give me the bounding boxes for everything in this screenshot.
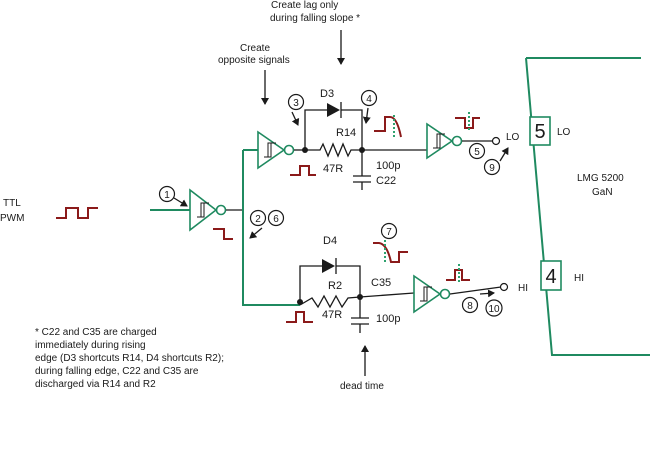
branch-bus [242,150,300,306]
r14-value: 47R [323,163,343,175]
hi-output-label: HI [518,283,528,294]
lo-output-pin [491,136,501,146]
r2-value: 47R [322,309,342,321]
svg-text:8: 8 [467,301,473,312]
svg-text:1: 1 [164,190,170,201]
c22-value: 100p [376,160,400,172]
bottom-lagged-waveform [373,240,408,264]
marker-6: 6 [249,209,285,239]
c35-value: 100p [376,313,400,325]
chip-pin-5: 5 [529,116,551,146]
top-lagged-waveform [374,115,402,138]
diode-d3 [327,102,342,118]
marker-4: 4 [360,89,378,124]
diode-d4 [322,258,337,274]
resistor-r2 [299,294,361,309]
annotation-lag-line2: during falling slope * [270,13,360,24]
input-label-ttl: TTL [3,198,21,209]
capacitor-c22 [353,150,371,190]
svg-text:2: 2 [255,214,261,225]
marker-9: 9 [483,147,509,176]
marker-8: 8 [461,296,479,314]
annotation-dead-time: dead time [340,381,384,392]
svg-text:4: 4 [366,94,372,105]
footnote-line-2: immediately during rising [35,340,146,351]
marker-1: 1 [158,185,188,207]
annotation-opposite-line1: Create [240,43,270,54]
marker-10: 10 [479,289,503,317]
hi-output-pin [499,282,509,292]
svg-text:9: 9 [489,163,495,174]
svg-text:4: 4 [545,266,556,288]
svg-text:6: 6 [273,214,279,225]
hi-output-wire [449,286,502,295]
marker-7: 7 [380,222,398,240]
inverted-waveform [213,228,233,240]
top-node-left [302,147,308,153]
marker-2: 2 [249,209,267,227]
svg-text:7: 7 [386,227,392,238]
footnote-line-3: edge (D3 shortcuts R14, D4 shortcuts R2)… [35,353,224,364]
capacitor-c35 [351,297,369,333]
bottom-node-left [297,299,303,305]
footnote-line-5: discharged via R14 and R2 [35,379,156,390]
chip-name: LMG 5200 [577,173,624,184]
footnote-line-1: * C22 and C35 are charged [35,327,157,338]
bottom-wire-to-buffer [359,292,415,298]
d4-right-lead [336,265,361,297]
annotation-lag-line1: Create lag only [271,0,338,11]
input-label-pwm: PWM [0,213,24,224]
svg-text:10: 10 [488,304,500,315]
annotation-opposite-line2: opposite signals [218,55,290,66]
d3-left-lead [304,109,327,150]
input-schmitt-inverter [189,188,227,232]
lo-waveform [455,112,480,132]
hi-waveform [446,264,470,284]
lo-output-label: LO [506,132,520,143]
svg-text:5: 5 [474,147,480,158]
lo-schmitt-inverter [426,122,463,160]
r2-label: R2 [328,280,342,292]
d4-label: D4 [323,235,337,247]
top-inverted-waveform [290,165,316,176]
chip-left-edge [525,57,650,356]
bottom-input-waveform [286,311,313,323]
d3-label: D3 [320,88,334,100]
resistor-r14 [305,142,362,158]
c22-label: C22 [376,175,396,187]
top-schmitt-inverter [257,130,295,170]
d3-right-lead [341,109,363,150]
chip-subname: GaN [592,187,613,198]
marker-3: 3 [287,93,305,126]
svg-text:5: 5 [534,121,545,143]
hi-schmitt-inverter [413,274,451,314]
chip-pin-4: 4 [540,260,562,291]
footnote-line-4: during falling edge, C22 and C35 are [35,366,199,377]
d4-left-lead [299,265,322,305]
marker-5: 5 [468,142,486,160]
input-pwm-waveform [56,207,98,219]
svg-text:3: 3 [293,98,299,109]
r14-label: R14 [336,127,356,139]
chip-pin-lo-label: LO [557,127,571,138]
c35-label: C35 [371,277,391,289]
chip-pin-hi-label: HI [574,273,584,284]
